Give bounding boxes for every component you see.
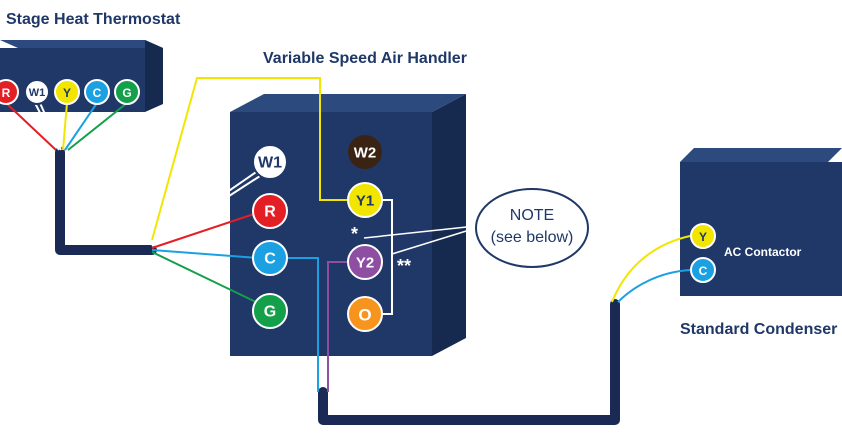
thermostat-wires [5,102,128,151]
svg-text:Y1: Y1 [356,193,374,210]
ac-contactor-label: AC Contactor [724,245,802,259]
blue-wire-to-condenser [282,257,319,392]
svg-text:W1: W1 [29,87,46,99]
svg-text:R: R [264,204,276,221]
svg-text:C: C [93,86,102,100]
note-pointer-double [391,227,477,255]
air-handler-terminal-y1: Y1 [347,182,383,218]
svg-text:C: C [264,251,276,268]
condenser-terminal-y: Y [690,223,716,249]
svg-text:NOTE: NOTE [510,207,554,224]
thermostat-terminal-c: C [84,79,110,105]
thermostat-box [0,40,163,112]
yellow-wire [151,77,350,241]
air-handler-terminal-g: G [252,293,288,329]
condenser-cable [318,299,620,425]
svg-text:W2: W2 [354,145,377,162]
condenser-blue-wire [617,269,691,303]
air-handler-title: Variable Speed Air Handler [263,50,467,67]
thermostat-terminal-w1: W1 [24,79,50,105]
svg-text:O: O [358,306,371,325]
thermostat-terminal-g: G [114,79,140,105]
svg-text:W1: W1 [258,155,282,172]
note-pointer-single [363,225,477,239]
condenser-title: Standard Condenser [680,321,837,338]
thermostat-terminal-y: Y [54,79,80,105]
air-handler-terminal-w1: W1 [252,144,288,180]
air-handler-terminal-w2: W2 [348,135,382,169]
note-marker-single: * [351,224,358,244]
svg-text:C: C [699,264,708,278]
thermostat-title: Stage Heat Thermostat [6,11,181,28]
svg-text:G: G [122,86,131,100]
condenser-yellow-wire [611,235,691,303]
svg-text:Y: Y [699,230,707,244]
air-handler-terminal-y2: Y2 [347,244,383,280]
svg-text:Y: Y [63,86,71,100]
condenser-terminal-c: C [690,257,716,283]
thermostat-terminal-r: R [0,79,19,105]
svg-text:(see below): (see below) [491,229,574,246]
purple-wire-to-condenser [327,261,350,392]
note-marker-double: ** [397,256,411,276]
air-handler-terminal-r: R [252,193,288,229]
note-callout: NOTE (see below) [475,188,589,268]
svg-text:R: R [2,86,11,100]
air-handler-terminal-o: O [347,296,383,332]
air-handler-left-wires [151,167,263,304]
jumper-y1-o [380,199,393,315]
svg-text:Y2: Y2 [356,255,374,272]
svg-text:G: G [264,304,276,321]
air-handler-terminal-c: C [252,240,288,276]
thermostat-cable [55,147,157,255]
